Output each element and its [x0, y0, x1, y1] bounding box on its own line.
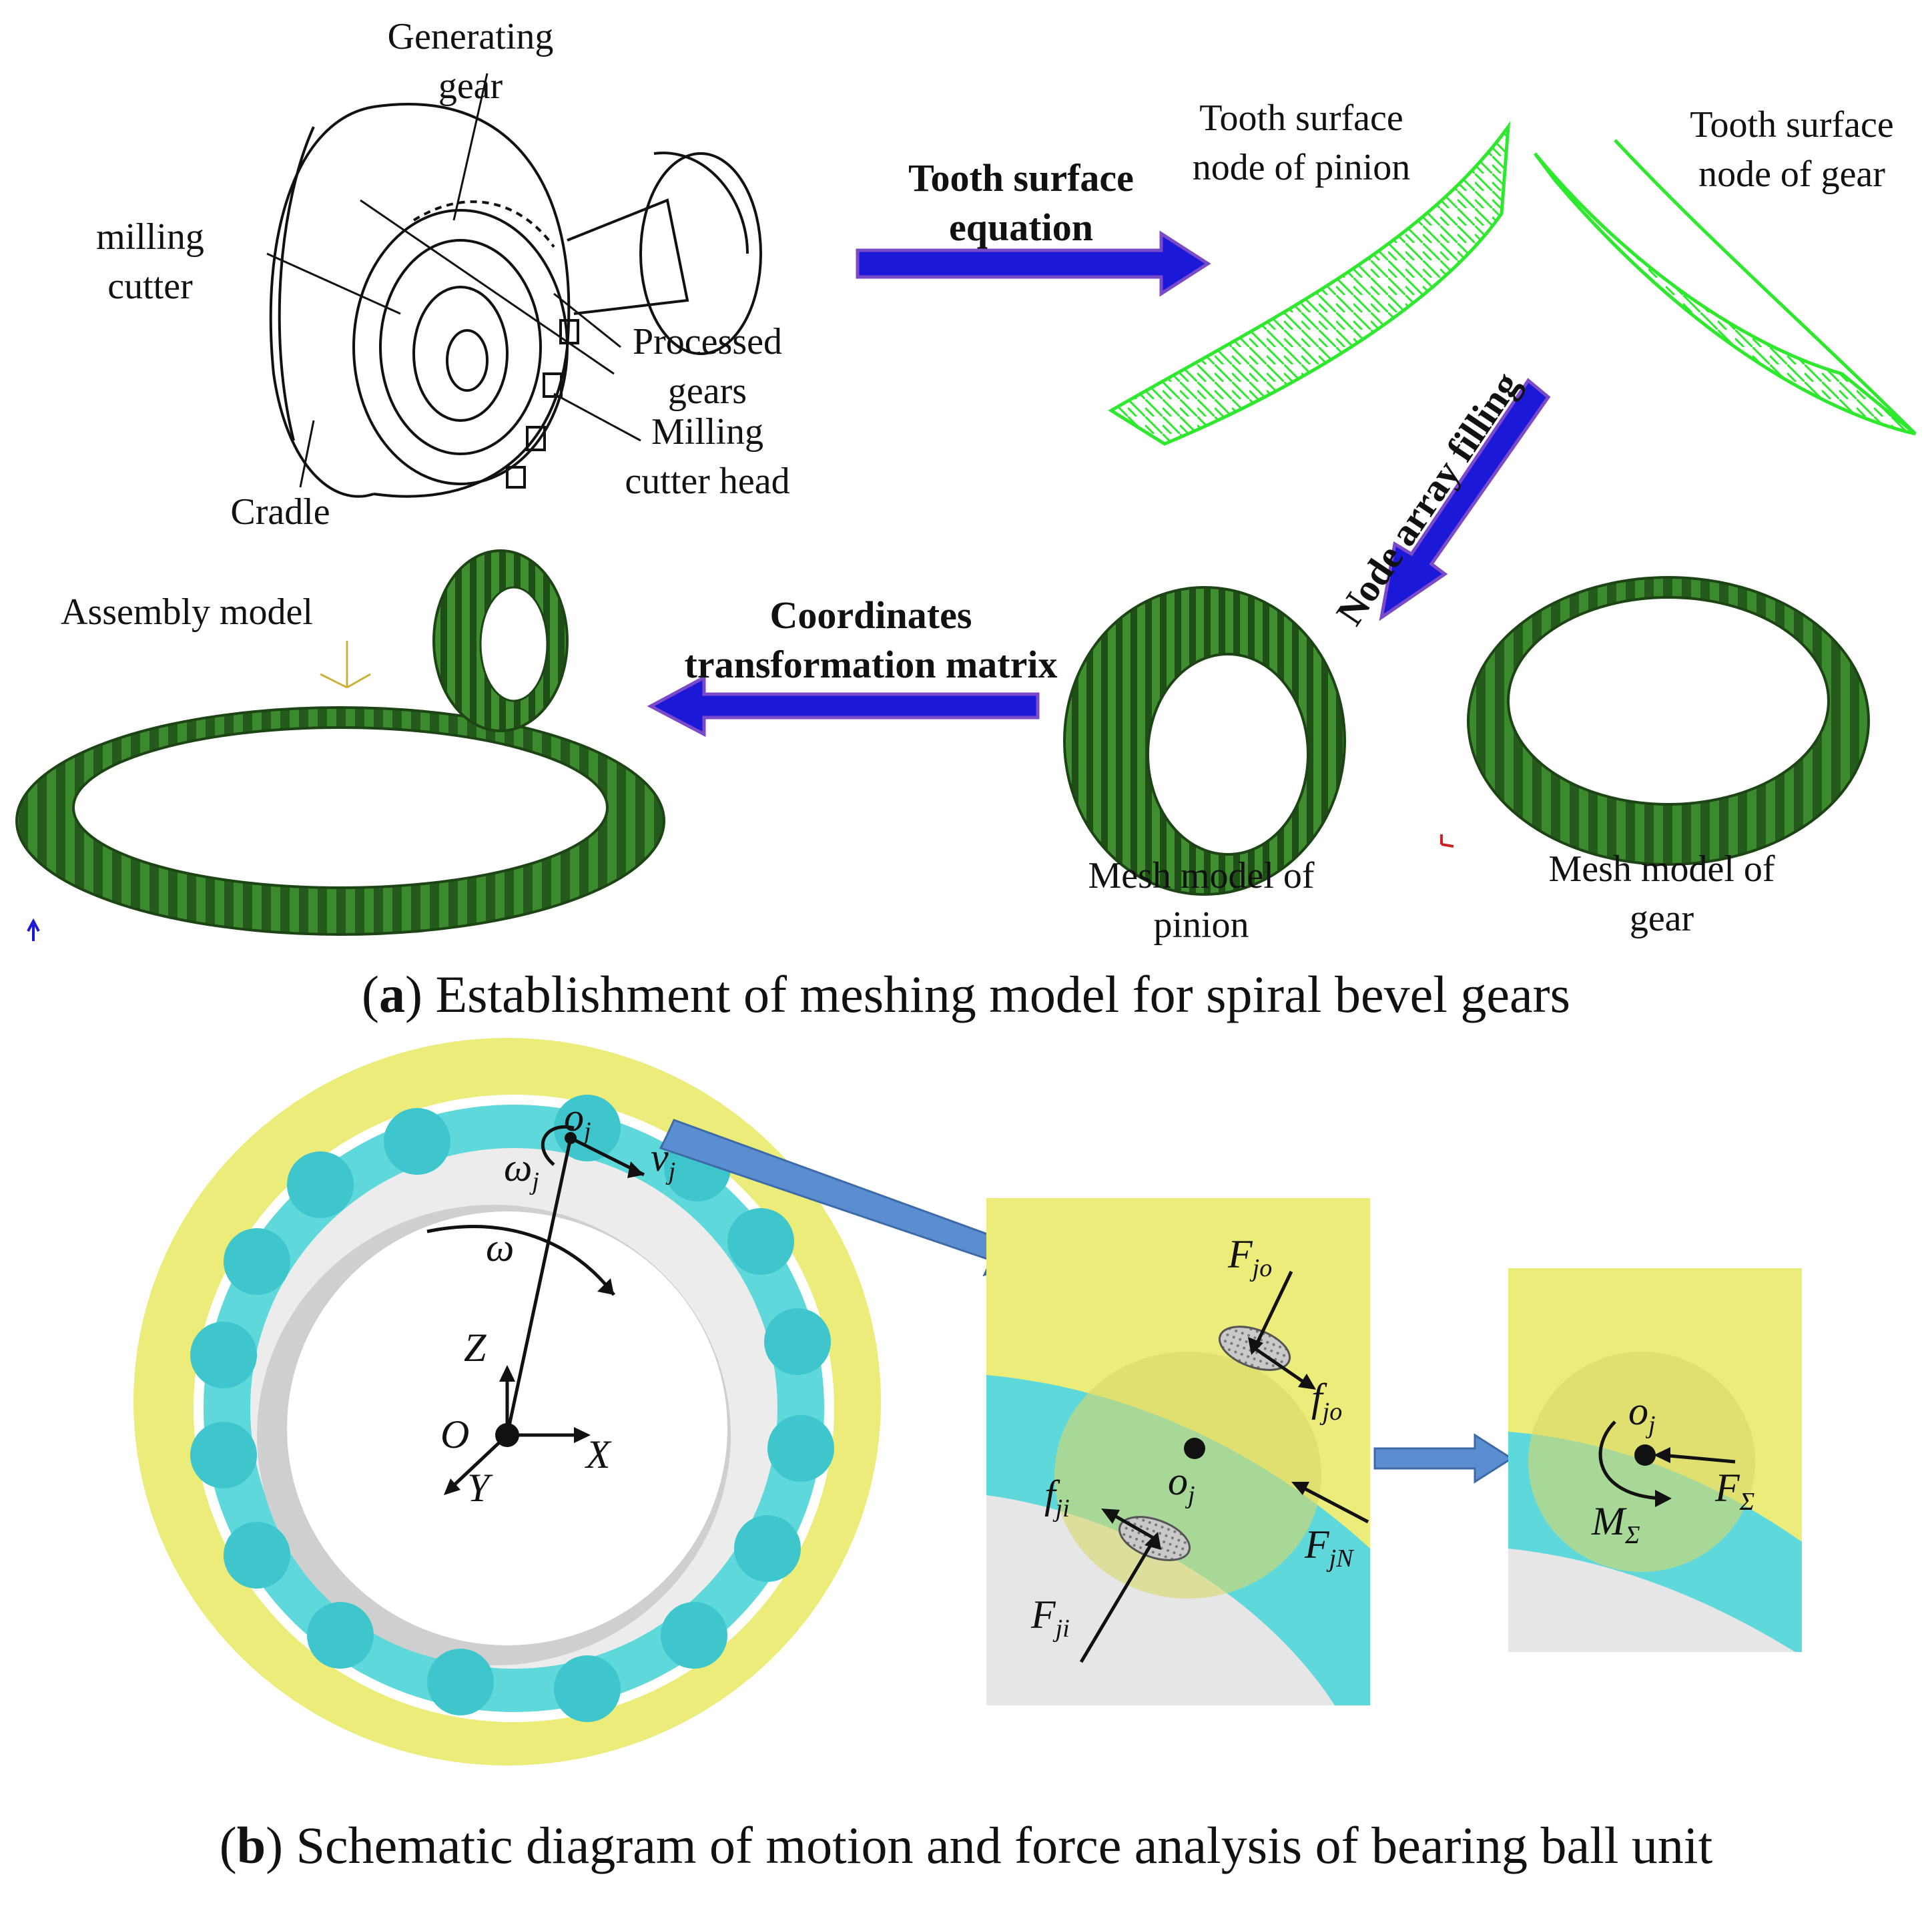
- caption-a: (a) Establishment of meshing model for s…: [362, 965, 1570, 1023]
- arrow-tooth-surface-equation: [856, 230, 1211, 297]
- sym-oj: oj: [564, 1095, 591, 1145]
- caption-b: (b) Schematic diagram of motion and forc…: [219, 1816, 1713, 1874]
- sym-Msum: MΣ: [1592, 1499, 1640, 1549]
- sym-fji: fji: [1044, 1472, 1070, 1523]
- sym-fjo: fjo: [1311, 1376, 1343, 1426]
- zoom-panel-ball-contact: [986, 1198, 1370, 1705]
- arrow-node-array-filling: [1379, 378, 1551, 621]
- sym-oj-resultant: oj: [1628, 1389, 1656, 1439]
- arrow-to-zoom-2: [1373, 1433, 1514, 1484]
- sym-omega: ω: [486, 1225, 515, 1270]
- pinion-mesh-model: [1063, 586, 1346, 896]
- sym-Z: Z: [464, 1326, 487, 1370]
- arrow-coordinates-transformation: [647, 674, 1040, 738]
- gear-tooth-surface: [1534, 139, 1917, 436]
- label-cradle: Cradle: [230, 491, 330, 533]
- sym-Fsum: FΣ: [1715, 1466, 1755, 1516]
- sym-Fjo: Fjo: [1228, 1232, 1273, 1282]
- sym-O: O: [440, 1412, 470, 1456]
- pinion-tooth-surface: [1108, 121, 1511, 446]
- machine-sketch: [266, 73, 762, 498]
- sym-X: X: [586, 1432, 611, 1476]
- zoom-panel-resultant: [1508, 1268, 1802, 1652]
- gear-mesh-model: [1440, 576, 1870, 866]
- bearing-assembly: [133, 1038, 881, 1765]
- label-assembly-model: Assembly model: [61, 591, 313, 633]
- sym-omega-j: ωj: [504, 1145, 539, 1195]
- sym-vj: vj: [651, 1135, 676, 1185]
- sym-oj-zoom: oj: [1168, 1459, 1195, 1509]
- sym-Fji: Fji: [1031, 1593, 1070, 1643]
- sym-Y: Y: [467, 1466, 490, 1510]
- sym-FjN: FjN: [1305, 1523, 1353, 1573]
- assembly-model: [15, 549, 665, 941]
